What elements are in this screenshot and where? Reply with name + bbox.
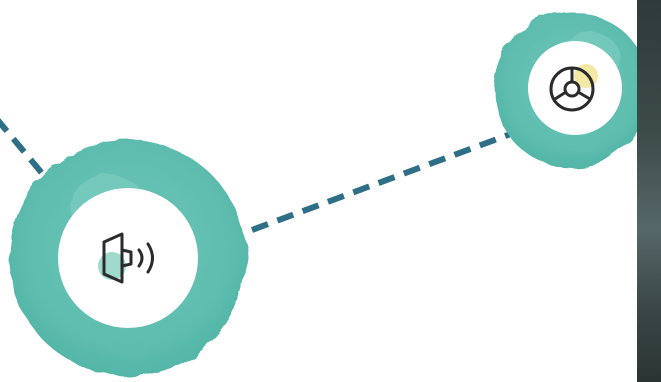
connector-top-left	[0, 118, 46, 178]
speaker-node	[10, 140, 246, 376]
speaker-node-center	[58, 188, 198, 328]
chart-node	[494, 12, 650, 168]
chart-node-center	[528, 41, 622, 135]
photo-edge	[637, 0, 661, 382]
connector-speaker-to-chart	[252, 132, 516, 230]
